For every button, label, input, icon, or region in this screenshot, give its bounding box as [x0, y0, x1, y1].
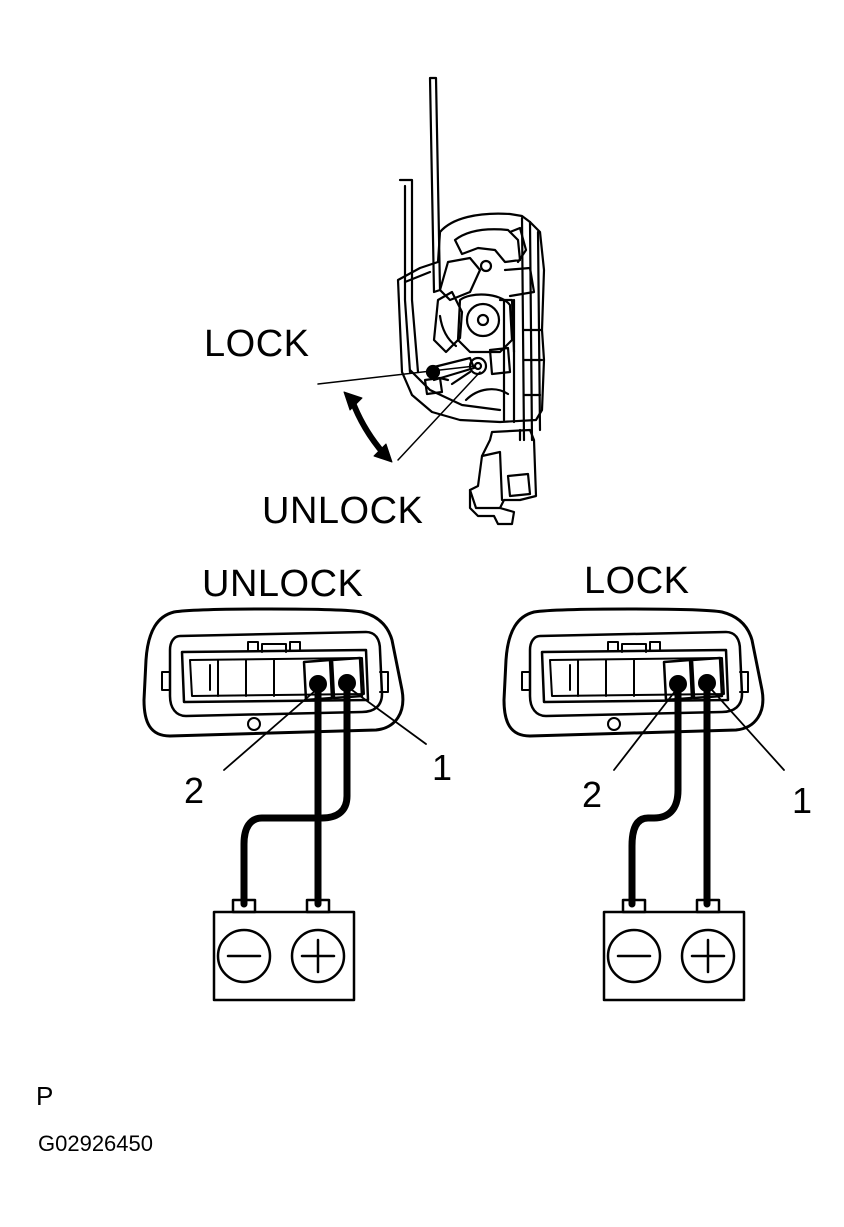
lock-housing: [396, 212, 546, 424]
terminal-2-cavity: [302, 658, 334, 702]
connector-unlock-terminal-2-label: 2: [184, 770, 205, 811]
terminal-2-cavity: [662, 658, 694, 702]
door-lock-assembly: [396, 76, 546, 526]
mechanism-unlock-label: UNLOCK: [262, 490, 424, 532]
connector-unlock-state-label: UNLOCK: [202, 563, 364, 605]
pivot-upper: [479, 259, 493, 273]
connector-outer-shell: [502, 607, 765, 738]
plus-icon: [300, 938, 336, 974]
connector-lock-state-label: LOCK: [584, 560, 690, 602]
terminal-1-cavity: [330, 656, 364, 700]
battery-lock: [602, 898, 746, 1002]
bracket-rod: [398, 178, 420, 374]
connector-inner-shell: [168, 630, 384, 718]
battery-negative-post: [621, 898, 647, 914]
connector-inner-shell: [528, 630, 744, 718]
connector-lock-terminal-1-label: 1: [792, 780, 813, 821]
connector-unlock: [142, 607, 427, 1002]
battery-unlock: [212, 898, 356, 1002]
plus-icon: [690, 938, 726, 974]
unlock-leader-line: [397, 371, 481, 461]
battery-negative-post: [231, 898, 257, 914]
connector-outer-shell: [142, 607, 405, 738]
connector-lock-terminal-2-label: 2: [582, 774, 603, 815]
battery-body: [212, 910, 356, 1002]
battery-positive-terminal: [290, 928, 346, 984]
cam-wheel: [465, 302, 501, 338]
lock-leader-line: [317, 365, 476, 385]
wire-terminal-2-negative: [628, 684, 682, 908]
mechanism-lock-label: LOCK: [204, 323, 310, 365]
battery-positive-post: [305, 898, 331, 914]
motor-connector-housing: [468, 428, 538, 510]
connector-lock: [502, 607, 785, 1002]
figure-code: G02926450: [38, 1131, 153, 1156]
battery-positive-post: [695, 898, 721, 914]
connector-unlock-terminal-1-label: 1: [432, 747, 453, 788]
lock-unlock-rotation-arrow: [343, 391, 393, 463]
battery-negative-terminal: [216, 928, 272, 984]
wire-terminal-1-negative: [240, 684, 351, 908]
terminal-1-cavity: [690, 656, 724, 700]
page-marker: P: [36, 1081, 54, 1111]
battery-positive-terminal: [680, 928, 736, 984]
battery-body: [602, 910, 746, 1002]
battery-negative-terminal: [606, 928, 662, 984]
